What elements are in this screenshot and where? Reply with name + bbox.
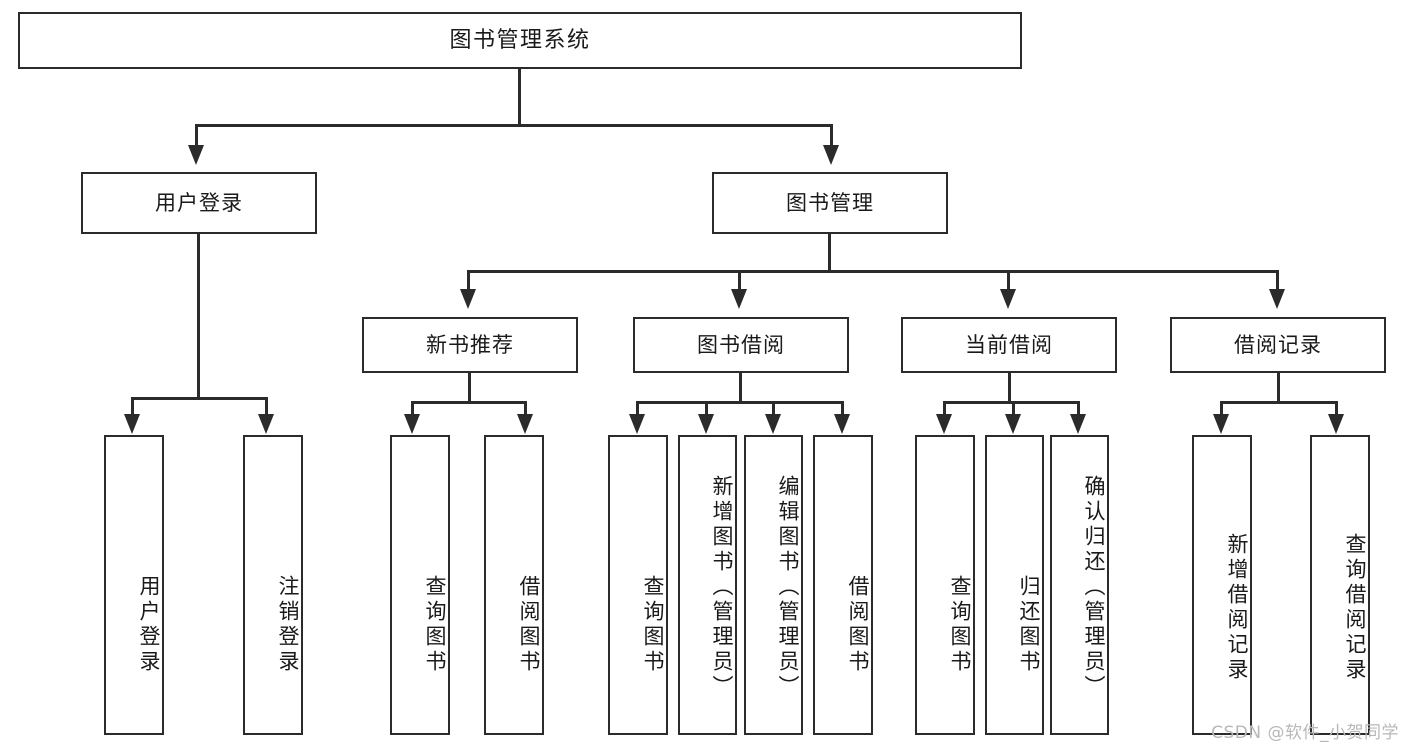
node-root-system[interactable]: 图书管理系统 [18, 12, 1022, 69]
node-label: 编辑图书（管理员） [776, 474, 800, 700]
node-label: 图书借阅 [697, 332, 785, 357]
connector-borrow-record-bus [1220, 401, 1338, 404]
node-book-borrow[interactable]: 图书借阅 [633, 317, 849, 373]
node-label: 查询借阅记录 [1343, 533, 1367, 683]
connector-new-book-drop-1 [524, 401, 527, 415]
arrowhead-to-book-borrow [731, 289, 747, 309]
connector-user-login-drop-0 [131, 397, 134, 415]
leaf-user-login-logout[interactable]: 注销登录 [243, 435, 303, 735]
node-label: 借阅记录 [1234, 332, 1322, 357]
node-label: 当前借阅 [965, 332, 1053, 357]
leaf-new-book-borrow[interactable]: 借阅图书 [484, 435, 544, 735]
arrowhead-to-book-manage [823, 145, 839, 165]
node-user-login[interactable]: 用户登录 [81, 172, 317, 234]
leaf-book-borrow-borrow[interactable]: 借阅图书 [813, 435, 873, 735]
leaf-user-login-login[interactable]: 用户登录 [104, 435, 164, 735]
arrowhead-user-login-leaf-0 [124, 414, 140, 434]
connector-current-borrow-bus [943, 401, 1077, 404]
connector-level1-drop-left [195, 124, 198, 146]
connector-borrow-record-stem [1277, 373, 1280, 403]
node-label: 新增图书（管理员） [710, 474, 734, 700]
node-label: 用户登录 [155, 190, 243, 215]
arrowhead-borrow-record-leaf-0 [1213, 414, 1229, 434]
connector-book-borrow-bus [636, 401, 844, 404]
connector-level1-drop-right [830, 124, 833, 146]
node-label: 新增借阅记录 [1225, 533, 1249, 683]
node-borrow-record[interactable]: 借阅记录 [1170, 317, 1386, 373]
arrowhead-book-borrow-leaf-0 [629, 414, 645, 434]
connector-book-borrow-drop-0 [636, 401, 639, 415]
connector-user-login-drop-1 [265, 397, 268, 415]
arrowhead-to-new-book [460, 289, 476, 309]
leaf-current-borrow-confirm-return[interactable]: 确认归还（管理员） [1050, 435, 1109, 735]
arrowhead-current-borrow-leaf-0 [936, 414, 952, 434]
connector-user-login-stem [197, 234, 200, 399]
arrowhead-borrow-record-leaf-1 [1328, 414, 1344, 434]
connector-book-borrow-drop-1 [705, 401, 708, 415]
arrowhead-to-current-borrow [1000, 289, 1016, 309]
connector-level1-bus [195, 124, 833, 127]
node-label: 确认归还（管理员） [1082, 474, 1106, 700]
node-book-management[interactable]: 图书管理 [712, 172, 948, 234]
leaf-book-borrow-query[interactable]: 查询图书 [608, 435, 668, 735]
node-label: 查询图书 [423, 575, 447, 675]
leaf-current-borrow-return[interactable]: 归还图书 [985, 435, 1044, 735]
arrowhead-to-user-login [188, 145, 204, 165]
csdn-watermark: CSDN @软件_小贺同学 [1211, 723, 1399, 743]
connector-book-borrow-stem [739, 373, 742, 403]
leaf-new-book-query[interactable]: 查询图书 [390, 435, 450, 735]
node-new-book-recommend[interactable]: 新书推荐 [362, 317, 578, 373]
connector-book-borrow-drop-2 [772, 401, 775, 415]
connector-level3-drop-3 [1276, 270, 1279, 290]
connector-level3-drop-0 [467, 270, 470, 290]
node-label: 借阅图书 [517, 575, 541, 675]
node-label: 用户登录 [137, 575, 161, 675]
arrowhead-book-borrow-leaf-3 [834, 414, 850, 434]
connector-book-borrow-drop-3 [841, 401, 844, 415]
connector-level3-drop-1 [738, 270, 741, 290]
node-label: 注销登录 [276, 575, 300, 675]
connector-current-borrow-drop-1 [1012, 401, 1015, 415]
connector-current-borrow-drop-0 [943, 401, 946, 415]
node-label: 图书管理系统 [449, 27, 591, 53]
connector-current-borrow-drop-2 [1077, 401, 1080, 415]
connector-level3-drop-2 [1007, 270, 1010, 290]
arrowhead-book-borrow-leaf-2 [765, 414, 781, 434]
connector-user-login-bus [131, 397, 268, 400]
node-label: 查询图书 [641, 575, 665, 675]
leaf-borrow-record-add[interactable]: 新增借阅记录 [1192, 435, 1252, 735]
connector-root-stem [518, 69, 521, 125]
leaf-borrow-record-query[interactable]: 查询借阅记录 [1310, 435, 1370, 735]
arrowhead-current-borrow-leaf-2 [1070, 414, 1086, 434]
connector-level3-bus [467, 270, 1279, 273]
node-label: 归还图书 [1017, 575, 1041, 675]
node-label: 借阅图书 [846, 575, 870, 675]
leaf-current-borrow-query[interactable]: 查询图书 [915, 435, 975, 735]
connector-borrow-record-drop-0 [1220, 401, 1223, 415]
arrowhead-user-login-leaf-1 [258, 414, 274, 434]
arrowhead-book-borrow-leaf-1 [698, 414, 714, 434]
connector-book-manage-stem [828, 234, 831, 272]
connector-new-book-stem [468, 373, 471, 403]
leaf-book-borrow-edit[interactable]: 编辑图书（管理员） [744, 435, 803, 735]
connector-borrow-record-drop-1 [1335, 401, 1338, 415]
connector-current-borrow-stem [1008, 373, 1011, 403]
connector-new-book-drop-0 [411, 401, 414, 415]
arrowhead-new-book-leaf-1 [517, 414, 533, 434]
node-current-borrow[interactable]: 当前借阅 [901, 317, 1117, 373]
node-label: 新书推荐 [426, 332, 514, 357]
arrowhead-new-book-leaf-0 [404, 414, 420, 434]
arrowhead-to-borrow-record [1269, 289, 1285, 309]
arrowhead-current-borrow-leaf-1 [1005, 414, 1021, 434]
node-label: 查询图书 [948, 575, 972, 675]
connector-new-book-bus [411, 401, 527, 404]
leaf-book-borrow-add[interactable]: 新增图书（管理员） [678, 435, 737, 735]
node-label: 图书管理 [786, 190, 874, 215]
